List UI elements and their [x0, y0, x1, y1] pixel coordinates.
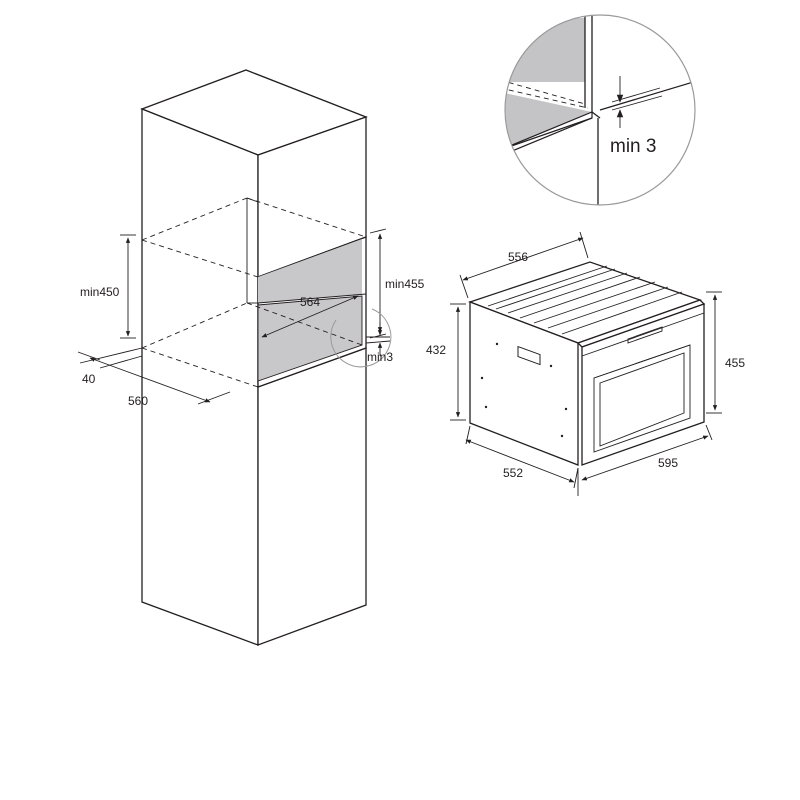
label-556: 556	[508, 250, 528, 264]
cabinet-front-lower	[257, 347, 367, 646]
oven-unit	[468, 261, 706, 466]
label-432: 432	[426, 343, 446, 357]
detail-magnifier	[504, 14, 696, 206]
cabinet-dimensions	[77, 228, 392, 405]
label-detail-min3: min 3	[610, 136, 656, 157]
oven-front-face	[581, 303, 705, 466]
side-handle-bracket	[517, 345, 541, 366]
depth-560-dimension-line	[89, 357, 211, 403]
detail-marker-circle	[330, 308, 392, 368]
cabinet-side-panel	[141, 108, 259, 646]
oven-depth-552-line	[465, 439, 575, 483]
label-455: 455	[725, 356, 745, 370]
label-40: 40	[82, 372, 96, 386]
oven-width-595-line	[581, 435, 709, 481]
tall-cabinet	[140, 69, 368, 646]
label-595: 595	[658, 456, 678, 470]
label-min450: min450	[80, 285, 120, 299]
oven-side-face	[469, 301, 579, 466]
oven-dimensions	[450, 231, 722, 496]
niche-shading-top	[258, 239, 362, 303]
label-min455: min455	[385, 277, 425, 291]
label-min3: min3	[367, 350, 393, 364]
oven-width-556-line	[462, 237, 584, 281]
label-552: 552	[503, 466, 523, 480]
width-564-dimension-line	[261, 295, 359, 338]
control-display	[627, 326, 663, 344]
detail-circle-outline	[504, 14, 696, 206]
detail-lower-shelf	[505, 92, 592, 150]
label-560: 560	[128, 394, 148, 408]
label-564: 564	[300, 295, 320, 309]
